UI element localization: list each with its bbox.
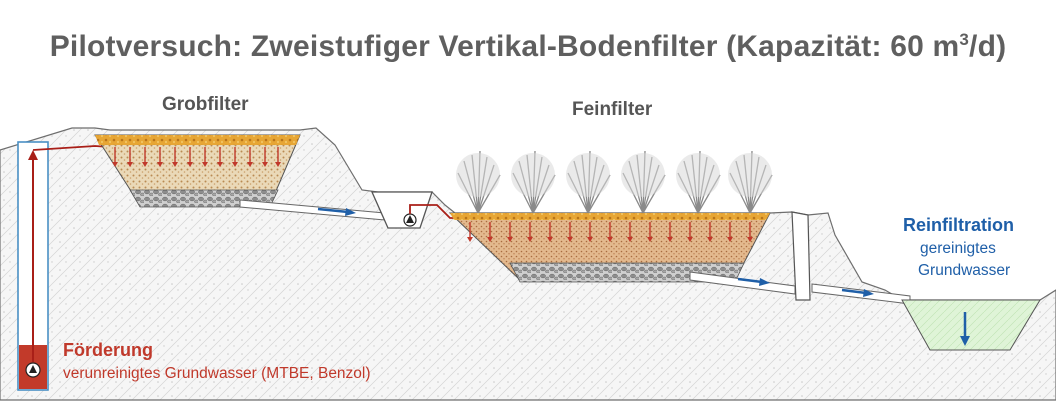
title-main: Pilotversuch: Zweistufiger Vertikal-Bode…	[49, 30, 960, 63]
control-shaft	[791, 211, 811, 301]
grobfilter-label: Grobfilter	[162, 94, 249, 115]
feinfilter-label: Feinfilter	[572, 99, 653, 120]
grobfilter-top-layer	[95, 135, 300, 145]
reinfiltration-sub2: Grundwasser	[918, 262, 1011, 279]
feinfilter-top-layer	[450, 213, 770, 220]
title-superscript: 3	[959, 30, 970, 49]
diagram-title: Pilotversuch: Zweistufiger Vertikal-Bode…	[0, 30, 1056, 64]
title-tail: /d)	[969, 30, 1007, 63]
grobfilter-arrows	[114, 147, 279, 163]
feinfilter-plants	[456, 150, 773, 214]
reinfiltration-pond	[901, 299, 1041, 351]
reinfiltration-sub1: gereinigtes	[920, 240, 996, 257]
foerderung-label: Förderung	[63, 340, 153, 360]
foerderung-sub: verunreinigtes Grundwasser (MTBE, Benzol…	[63, 365, 371, 382]
pump-shaft	[370, 191, 433, 229]
reinfiltration-label: Reinfiltration	[903, 215, 1014, 235]
